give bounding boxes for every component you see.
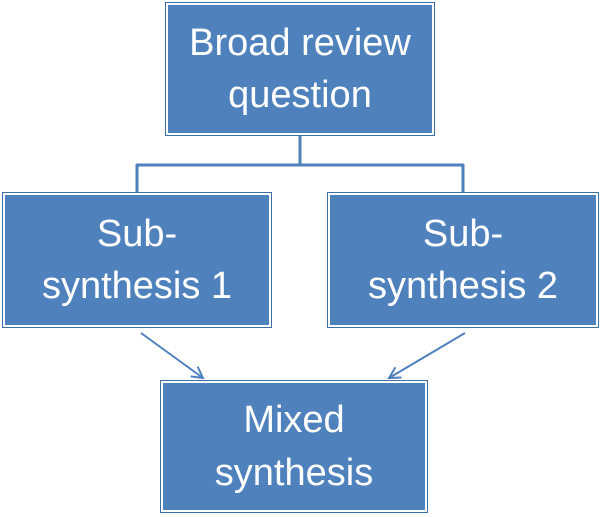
sub-synthesis-1-label: Sub- synthesis 1 [41, 212, 233, 307]
mixed-synthesis-box: Mixed synthesis [161, 381, 427, 512]
broad-review-question-label: Broad review question [189, 21, 411, 116]
broad-review-question-box: Broad review question [166, 3, 434, 135]
sub-synthesis-1-box: Sub- synthesis 1 [3, 193, 271, 327]
arrow-left-to-bottom [140, 332, 203, 378]
sub-synthesis-2-box: Sub- synthesis 2 [328, 193, 598, 327]
mixed-synthesis-label: Mixed synthesis [214, 399, 374, 494]
sub-synthesis-2-label: Sub- synthesis 2 [367, 212, 559, 307]
arrow-right-to-bottom [389, 332, 466, 378]
